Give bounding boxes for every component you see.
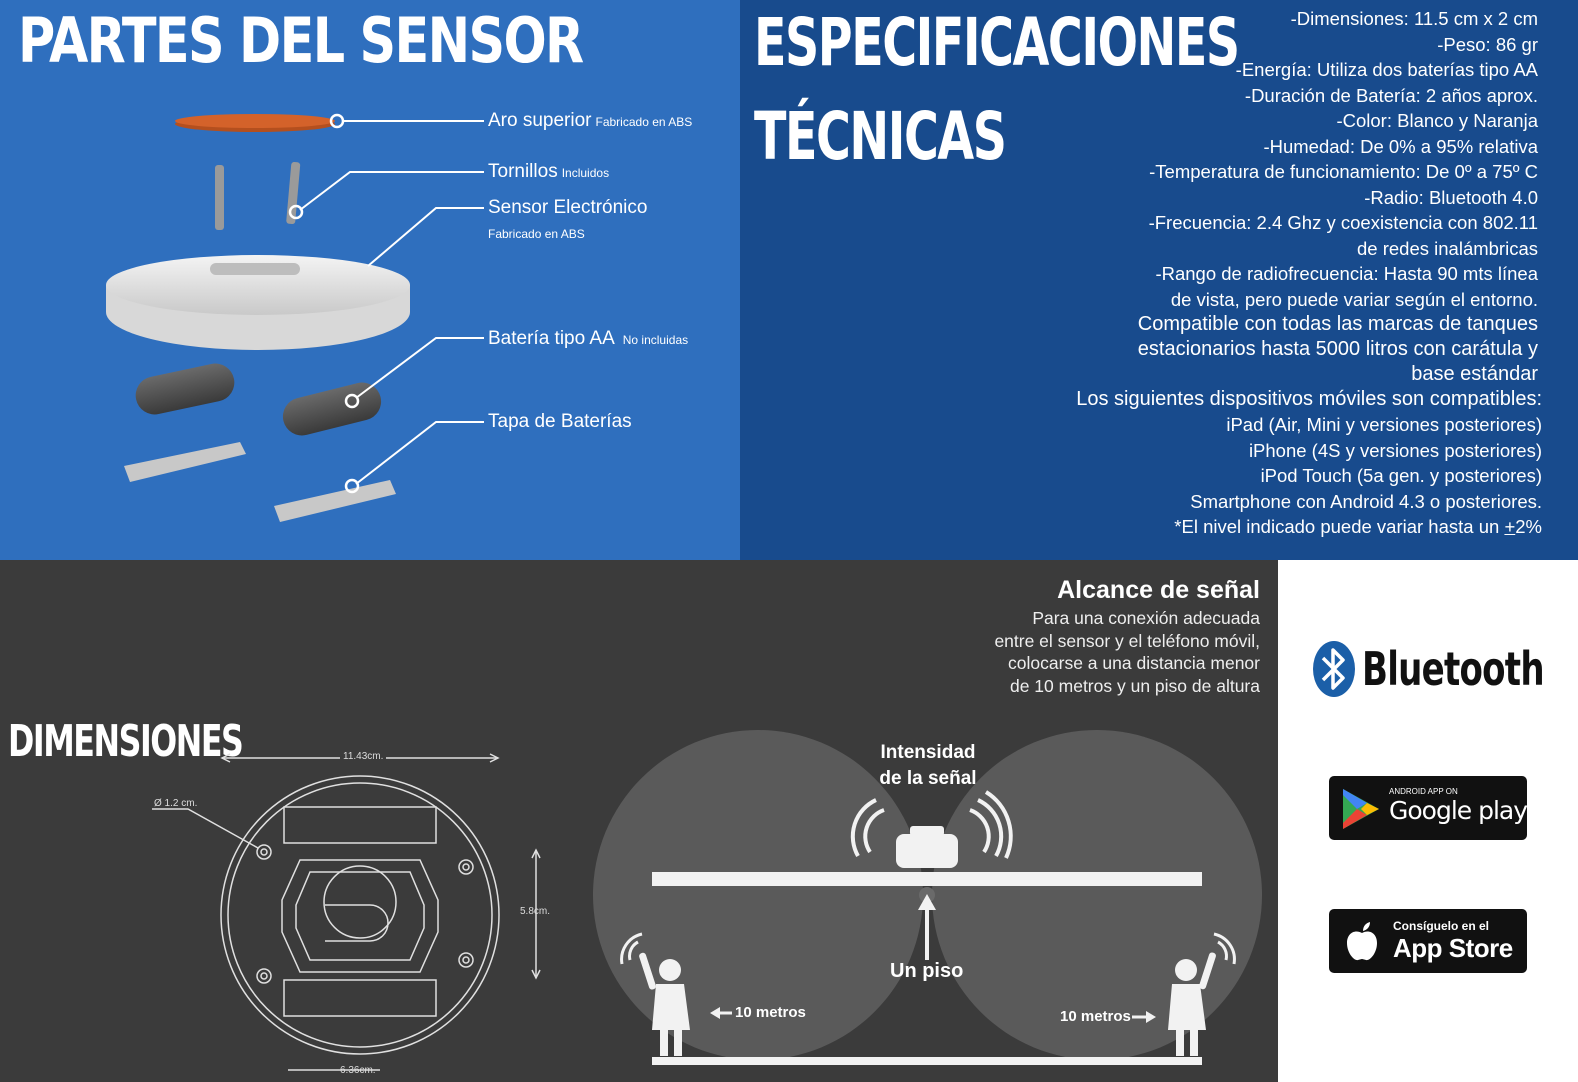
- apple-big-text: App Store: [1393, 933, 1513, 963]
- exploded-view-illustration: [106, 113, 484, 522]
- device-line: Smartphone con Android 4.3 o posteriores…: [1190, 490, 1542, 512]
- intensity-line: de la señal: [879, 768, 977, 789]
- bluetooth-icon: [1313, 641, 1355, 697]
- bottom-dimension-label: 6.36cm.: [340, 1065, 376, 1076]
- spec-line: -Rango de radiofrecuencia: Hasta 90 mts …: [1155, 263, 1538, 284]
- specs-title-line1: ESPECIFICACIONES: [754, 4, 1240, 81]
- spec-line: de vista, pero puede variar según el ent…: [1170, 288, 1538, 310]
- spec-line: -Energía: Utiliza dos baterías tipo AA: [1235, 59, 1538, 80]
- label-sensor-note: Fabricado en ABS: [488, 227, 585, 241]
- signal-desc-line: colocarse a una distancia menor: [1008, 653, 1260, 673]
- battery-covers: [124, 442, 396, 522]
- spec-line: -Humedad: De 0% a 95% relativa: [1263, 135, 1538, 157]
- signal-title: Alcance de señal: [1057, 576, 1260, 604]
- signal-intensity-label: Intensidad de la señal: [868, 740, 988, 792]
- device-line: iPad (Air, Mini y versiones posteriores): [1226, 414, 1542, 435]
- lower-floor: [652, 1057, 1202, 1065]
- apple-icon: [1347, 922, 1377, 961]
- screws: [215, 162, 301, 230]
- person-left-icon: [639, 952, 690, 1056]
- spec-line: -Radio: Bluetooth 4.0: [1364, 186, 1538, 208]
- dimension-drawing: [152, 753, 541, 1071]
- signal-range-text: Alcance de señal Para una conexión adecu…: [994, 576, 1260, 697]
- intensity-line: Intensidad: [880, 742, 976, 763]
- logos-panel: Bluetooth ANDROID APP ON Google play Con…: [1278, 560, 1578, 1082]
- sensor-disk: [106, 255, 410, 350]
- width-dimension-label: 11.43cm.: [340, 751, 387, 762]
- specs-title-line2: TÉCNICAS: [754, 98, 1007, 175]
- google-small-text: ANDROID APP ON: [1389, 787, 1458, 796]
- label-sensor: Sensor Electrónico: [488, 197, 648, 218]
- specs-panel: ESPECIFICACIONES TÉCNICAS -Dimensiones: …: [740, 0, 1578, 560]
- sensor-icon: [896, 834, 958, 868]
- hole-dimension-label: Ø 1.2 cm.: [154, 798, 198, 809]
- app-store-badge[interactable]: Consíguelo en el App Store: [1329, 909, 1527, 973]
- spec-line: -Temperatura de funcionamiento: De 0º a …: [1149, 161, 1538, 182]
- bluetooth-wordmark: Bluetooth: [1362, 642, 1545, 696]
- signal-desc-line: Para una conexión adecuada: [1032, 608, 1260, 628]
- accuracy-note: *El nivel indicado puede variar hasta un…: [1174, 516, 1542, 537]
- bottom-panel: DIMENSIONES 11.43cm. Ø 1.2 cm. 5.8: [0, 560, 1278, 1082]
- label-battery-cover: Tapa de Baterías: [488, 411, 632, 432]
- spec-line: de redes inalámbricas: [1357, 237, 1538, 259]
- google-play-icon: [1343, 789, 1379, 829]
- google-play-badge[interactable]: ANDROID APP ON Google play: [1329, 776, 1528, 840]
- top-ring: [175, 114, 335, 132]
- person-right-icon: [1168, 952, 1216, 1056]
- spec-line: -Peso: 86 gr: [1437, 33, 1538, 55]
- upper-floor: [652, 872, 1202, 886]
- compat-line: Compatible con todas las marcas de tanqu…: [1137, 313, 1538, 335]
- google-big-text: Google play: [1389, 796, 1528, 825]
- right-distance-label: 10 metros: [1060, 1008, 1131, 1025]
- spec-line: -Color: Blanco y Naranja: [1336, 110, 1538, 131]
- specs-list: -Dimensiones: 11.5 cm x 2 cm -Peso: 86 g…: [918, 6, 1542, 540]
- height-dimension-label: 5.8cm.: [520, 906, 551, 917]
- parts-title: PARTES DEL SENSOR: [18, 4, 584, 77]
- leader-lines: [299, 120, 484, 485]
- compat-line: base estándar: [1411, 363, 1538, 385]
- dimensions-title: DIMENSIONES: [8, 716, 244, 767]
- device-line: iPod Touch (5a gen. y posteriores): [1260, 465, 1542, 486]
- compat-line: Los siguientes dispositivos móviles son …: [1076, 388, 1542, 410]
- compat-line: estacionarios hasta 5000 litros con cará…: [1137, 338, 1538, 360]
- signal-desc-line: entre el sensor y el teléfono móvil,: [994, 630, 1260, 651]
- floor-label: Un piso: [890, 960, 964, 982]
- left-distance-label: 10 metros: [735, 1004, 806, 1021]
- spec-line: -Dimensiones: 11.5 cm x 2 cm: [1290, 8, 1538, 29]
- spec-line: -Frecuencia: 2.4 Ghz y coexistencia con …: [1148, 212, 1538, 233]
- signal-range-diagram: [593, 730, 1262, 1065]
- device-line: iPhone (4S y versiones posteriores): [1248, 439, 1542, 461]
- apple-small-text: Consíguelo en el: [1393, 919, 1490, 933]
- signal-desc-line: de 10 metros y un piso de altura: [1009, 675, 1260, 696]
- parts-panel: PARTES DEL SENSOR: [0, 0, 740, 560]
- spec-line: -Duración de Batería: 2 años aprox.: [1244, 84, 1538, 106]
